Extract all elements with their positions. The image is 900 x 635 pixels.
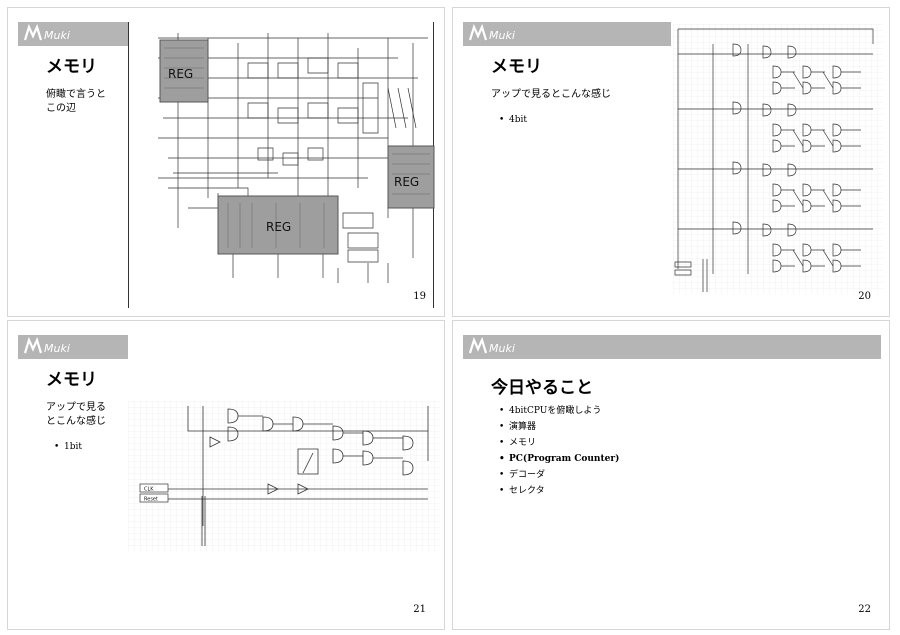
- slide-subtitle: アップで見るとこんな感じ: [491, 89, 611, 100]
- slide-title: 今日やること: [491, 378, 593, 398]
- bullet-item: 演算器: [499, 419, 619, 435]
- slide-19: Muki Computer Science メモリ 俯瞰で言うと この辺 REG…: [7, 7, 445, 317]
- reg-box: [217, 195, 339, 255]
- divider-line: [128, 22, 129, 308]
- bullet-item: 4bitCPUを俯瞰しよう: [499, 403, 619, 419]
- bullet-item: セレクタ: [499, 483, 619, 499]
- logo-text: Muki: [489, 29, 515, 42]
- slide-title: メモリ: [46, 57, 97, 77]
- logo-text: Muki: [44, 342, 70, 355]
- muki-logo: Muki: [23, 336, 70, 355]
- memory-1bit-circuit-diagram: CLK Reset: [128, 401, 440, 551]
- logo-text: Muki: [44, 29, 70, 42]
- page-number: 19: [413, 291, 426, 302]
- header-banner: [463, 22, 671, 46]
- reset-label: Reset: [144, 497, 158, 503]
- reg-label: REG: [394, 175, 419, 189]
- logo-subtitle: Computer Science: [28, 47, 81, 53]
- slide-22: Muki Computer Science 今日やること 4bitCPUを俯瞰し…: [452, 320, 890, 630]
- bullet-item: PC(Program Counter): [499, 451, 619, 467]
- page-number: 20: [858, 291, 871, 302]
- bullet-list: 4bitCPUを俯瞰しよう 演算器 メモリ PC(Program Counter…: [499, 403, 619, 499]
- memory-4bit-circuit-diagram: [673, 24, 883, 294]
- header-banner: [463, 335, 881, 359]
- reg-box: [387, 145, 435, 209]
- bullet-item: 4bit: [499, 112, 527, 128]
- clk-label: CLK: [144, 487, 154, 493]
- reg-label: REG: [168, 67, 193, 81]
- logo-subtitle: Computer Science: [473, 360, 526, 366]
- slide-21: Muki Computer Science メモリ アップで見る とこんな感じ …: [7, 320, 445, 630]
- bullet-item: デコーダ: [499, 467, 619, 483]
- reg-box: [159, 39, 209, 103]
- slide-subtitle: アップで見る とこんな感じ: [46, 402, 106, 427]
- logo-subtitle: Computer Science: [28, 360, 81, 366]
- slide-subtitle: 俯瞰で言うと この辺: [46, 89, 106, 114]
- page-number: 21: [413, 604, 426, 615]
- bullet-list: 1bit: [54, 439, 82, 455]
- page-number: 22: [858, 604, 871, 615]
- logo-subtitle: Computer Science: [473, 47, 526, 53]
- muki-logo: Muki: [468, 23, 515, 42]
- muki-logo: Muki: [23, 23, 70, 42]
- bullet-list: 4bit: [499, 112, 527, 128]
- slide-title: メモリ: [491, 57, 542, 77]
- muki-logo: Muki: [468, 336, 515, 355]
- slide-title: メモリ: [46, 370, 97, 390]
- bullet-item: 1bit: [54, 439, 82, 455]
- slide-20: Muki Computer Science メモリ アップで見るとこんな感じ 4…: [452, 7, 890, 317]
- bullet-item: メモリ: [499, 435, 619, 451]
- reg-label: REG: [266, 220, 291, 234]
- circuit-overview-diagram: REG REG REG: [158, 33, 435, 283]
- logo-text: Muki: [489, 342, 515, 355]
